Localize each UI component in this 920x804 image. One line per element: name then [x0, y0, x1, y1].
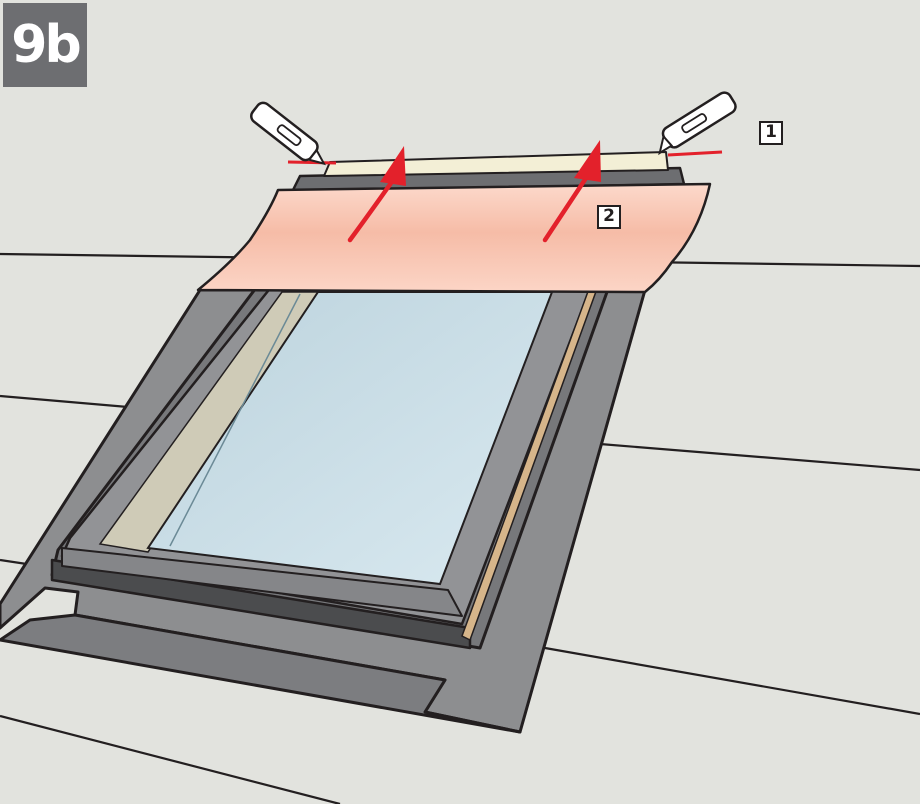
callout-1: 1	[759, 121, 783, 145]
utility-knife-icon	[250, 101, 326, 166]
step-number-badge: 9b	[3, 3, 87, 87]
frame-bottom-edge	[50, 558, 472, 650]
arrow-up-icon	[347, 146, 406, 243]
arrow-up-icon	[542, 140, 601, 243]
flashing-lower-skirt	[0, 613, 522, 734]
sash-bottom-rail	[61, 547, 463, 617]
glass-reflection-line	[169, 293, 301, 547]
inner-lining	[98, 291, 320, 553]
roof-tile-lines	[0, 252, 920, 804]
callout-2: 2	[597, 205, 621, 229]
utility-knife-icon	[658, 91, 737, 156]
cut-lines	[287, 150, 723, 165]
protective-film	[196, 182, 712, 294]
